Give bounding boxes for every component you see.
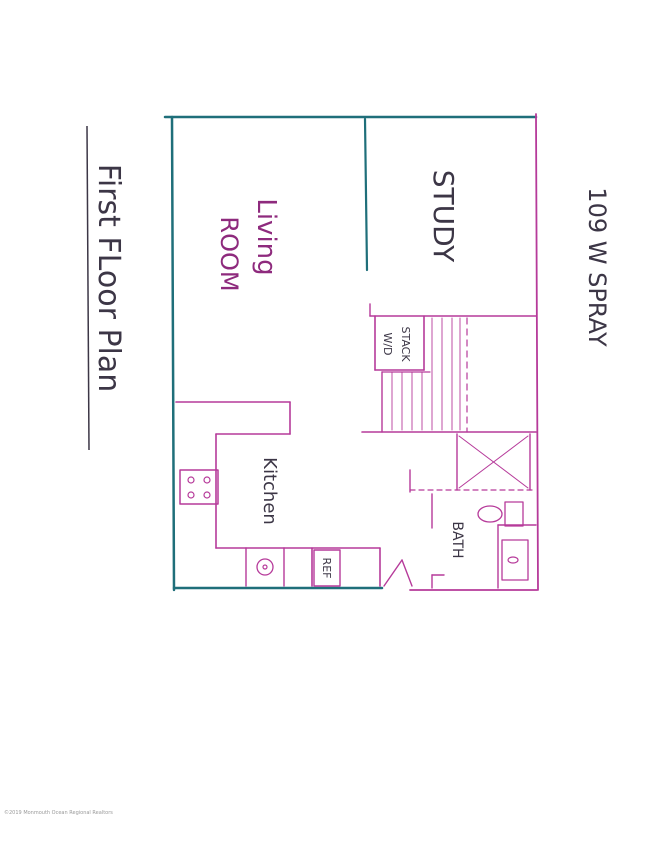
stove-icon: [179, 469, 219, 505]
entry-door: [383, 559, 413, 587]
stair-treads: [391, 317, 461, 431]
toilet-icon: [477, 501, 524, 527]
living-room-label-line1: Living: [251, 198, 281, 275]
sink-icon: [501, 539, 529, 581]
plan-title: First FLoor Plan: [91, 164, 126, 393]
living-room-label-line2: ROOM: [215, 216, 243, 291]
copyright-notice: ©2019 Monmouth Ocean Regional Realtors: [4, 810, 113, 816]
stair-area: [361, 303, 537, 433]
stack-label-line1: STACK: [399, 326, 412, 362]
kitchen-walls: [175, 401, 381, 587]
ref-label: REF: [320, 558, 333, 579]
kitchen-label: Kitchen: [259, 457, 280, 525]
refrigerator-icon: [313, 549, 341, 587]
bath-room: [431, 493, 537, 589]
bath-label: BATH: [449, 521, 465, 558]
study-label: STUDY: [427, 170, 460, 263]
plan-title-underline: [86, 125, 90, 451]
stack-label-line2: W/D: [381, 332, 394, 355]
address-label: 109 W SPRAY: [583, 187, 611, 347]
dishwasher-icon: [256, 558, 274, 576]
closet: [409, 433, 537, 493]
outer-walls: [163, 113, 539, 592]
